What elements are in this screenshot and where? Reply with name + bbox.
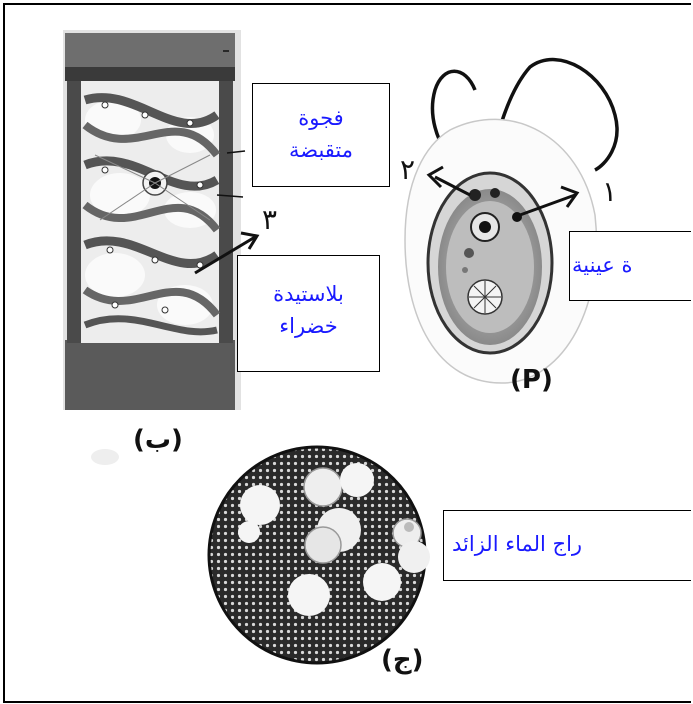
green-plastid-label: بلاستيدة خضراء — [237, 255, 380, 372]
pointer-number-two: ٢ — [400, 153, 415, 186]
pointer-number-one: ١ — [602, 175, 617, 208]
eye-spot-label: ة عينية — [569, 231, 691, 301]
green-plastid-line1: بلاستيدة — [238, 278, 379, 310]
figure-mark-b: (ب) — [133, 425, 183, 455]
chlamydomonas-drawing — [405, 60, 617, 383]
figure-frame: فجوة متقبضة بلاستيدة خضراء ة عينية راج ا… — [3, 3, 691, 703]
figure-mark-a: (P) — [510, 365, 553, 395]
eye-spot-text: ة عينية — [572, 232, 691, 298]
contractile-vacuole-label: فجوة متقبضة — [252, 83, 390, 187]
excess-water-text: راج الماء الزائد — [452, 511, 691, 577]
excess-water-label: راج الماء الزائد — [443, 510, 691, 581]
pointer-number-three: ٣ — [262, 203, 277, 236]
contractile-vacuole-line2: متقبضة — [253, 134, 389, 166]
spirogyra-drawing — [63, 30, 257, 410]
volvox-drawing — [209, 447, 430, 663]
contractile-vacuole-line1: فجوة — [253, 102, 389, 134]
green-plastid-line2: خضراء — [238, 310, 379, 342]
figure-mark-c: (ج) — [381, 645, 424, 675]
